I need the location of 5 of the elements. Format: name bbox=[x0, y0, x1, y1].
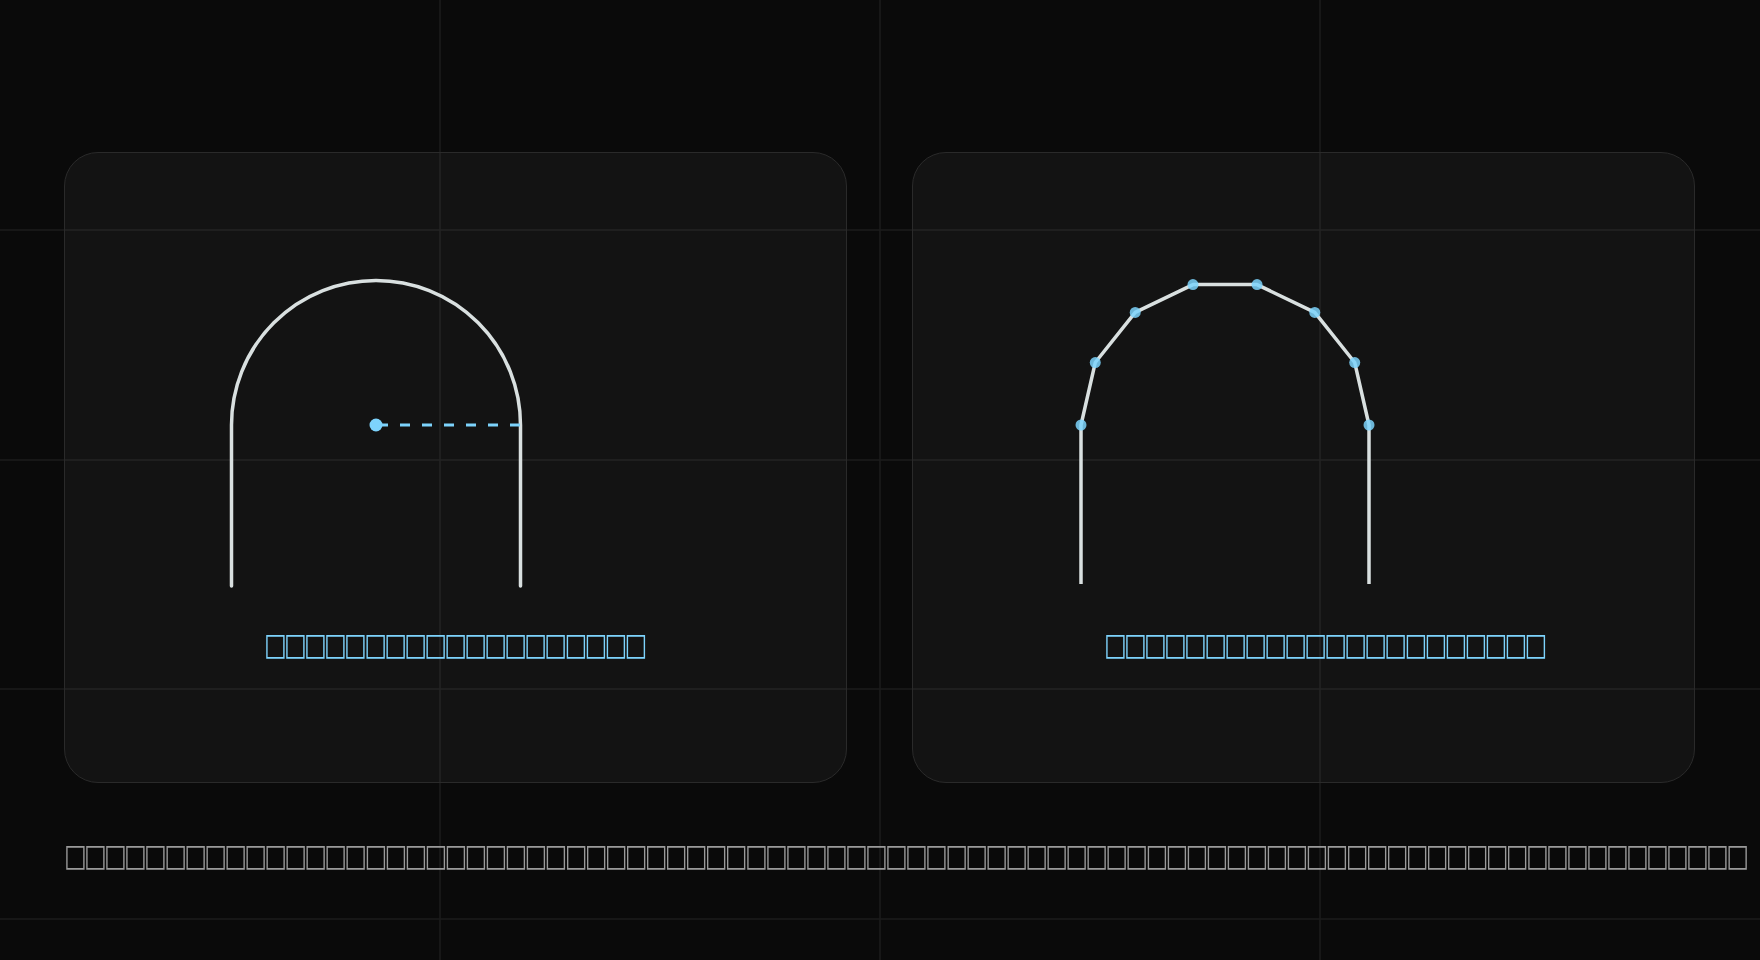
panel bbox=[912, 152, 1695, 783]
caption-text: □□□□□□□□□□□□□□□□□□□□□□ bbox=[1104, 625, 1545, 666]
caption-text: □□□□□□□□□□□□□□□□□□□□□□□□□□□□□□□□□□□□□□□□□□□□□□□□□□□□□□□□□□□□□□□□□□□□□□□□□□□□□□□□□□□□ bbox=[64, 836, 1747, 877]
caption-text: □□□□□□□□□□□□□□□□□□□ bbox=[264, 625, 645, 666]
panel bbox=[64, 152, 847, 783]
